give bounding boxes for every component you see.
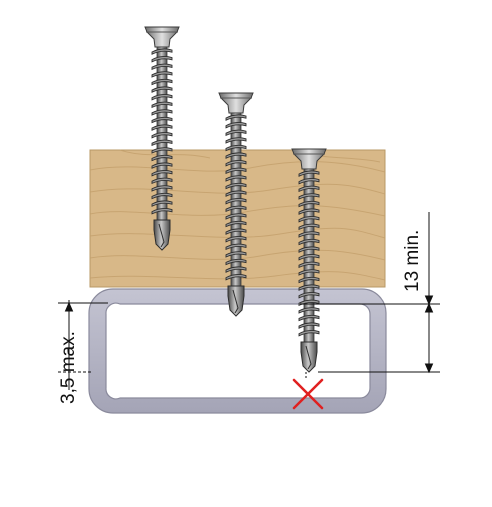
screw-head [144,26,180,48]
screw-thread [225,144,247,152]
screw-middle [218,92,254,317]
dimension-min-length [300,212,440,380]
metal-profile [88,288,387,414]
screw-thread [298,307,320,314]
profile-wall [88,288,387,414]
screw-thread [225,137,247,144]
screw-thread [298,254,320,261]
screw-thread [298,178,320,185]
screw-thread [151,208,173,215]
screw-thread [298,185,320,193]
screw-drill-flute [305,345,312,370]
screw-thread [151,154,173,162]
screw-thread [151,139,173,147]
screw-thread [151,86,173,93]
screw-thread [298,170,320,177]
screw-thread [151,71,173,78]
screw-thread [298,193,320,200]
screw-thread [225,114,247,121]
screw-thread [225,122,247,129]
screw-thread [225,167,247,175]
screw-thread [225,236,247,243]
screw-thread [298,200,320,208]
screws [144,26,327,373]
screw-head [218,92,254,114]
screw-drill-flute [232,289,239,314]
screw-thread [225,198,247,205]
screw-right [291,148,327,373]
screw-thread [298,314,320,322]
screw-thread [225,228,247,235]
screw-thread [151,192,173,200]
screw-thread [225,274,247,281]
screw-thread [225,213,247,220]
screw-left [144,26,180,251]
screw-thread [151,56,173,63]
screw-drill-flute [158,223,165,248]
screw-thread [298,292,320,299]
max-depth-label: 3,5 max. [58,331,79,404]
screw-thread [151,109,173,116]
screw-thread [298,238,320,246]
screw-thread [298,246,320,253]
screw-thread [225,205,247,213]
screw-thread [151,63,173,71]
screw-thread [298,276,320,284]
screw-thread [225,129,247,137]
screw-thread [298,261,320,269]
screw-thread [151,48,173,55]
screw-thread [151,94,173,101]
screw-thread [225,182,247,190]
screw-thread [298,216,320,223]
screw-thread [225,266,247,273]
screw-thread [151,200,173,207]
screw-thread [225,220,247,228]
screw-thread [151,101,173,109]
screw-thread [151,170,173,177]
screw-thread [298,322,320,329]
screw-thread [298,284,320,291]
screw-thread [151,132,173,139]
cross-icon [292,378,324,410]
screw-thread [225,243,247,251]
screw-thread [298,231,320,238]
screw-thread [151,185,173,192]
screw-thread [151,147,173,154]
screw-thread [225,251,247,258]
screw-thread [151,124,173,131]
screw-thread [225,175,247,182]
screw-thread [151,162,173,169]
screw-thread [298,330,320,337]
screw-thread [298,223,320,231]
dimension-max-depth [58,300,108,390]
screw-thread [225,152,247,159]
screw-thread [298,208,320,215]
screw-thread [225,258,247,266]
screw-thread [225,160,247,167]
wood-grain [89,149,386,281]
screw-thread [298,269,320,276]
screw-thread [151,116,173,124]
screw-thread [225,190,247,197]
screw-thread [151,177,173,185]
screw-thread [151,78,173,86]
min-length-label: 13 min. [402,230,423,292]
